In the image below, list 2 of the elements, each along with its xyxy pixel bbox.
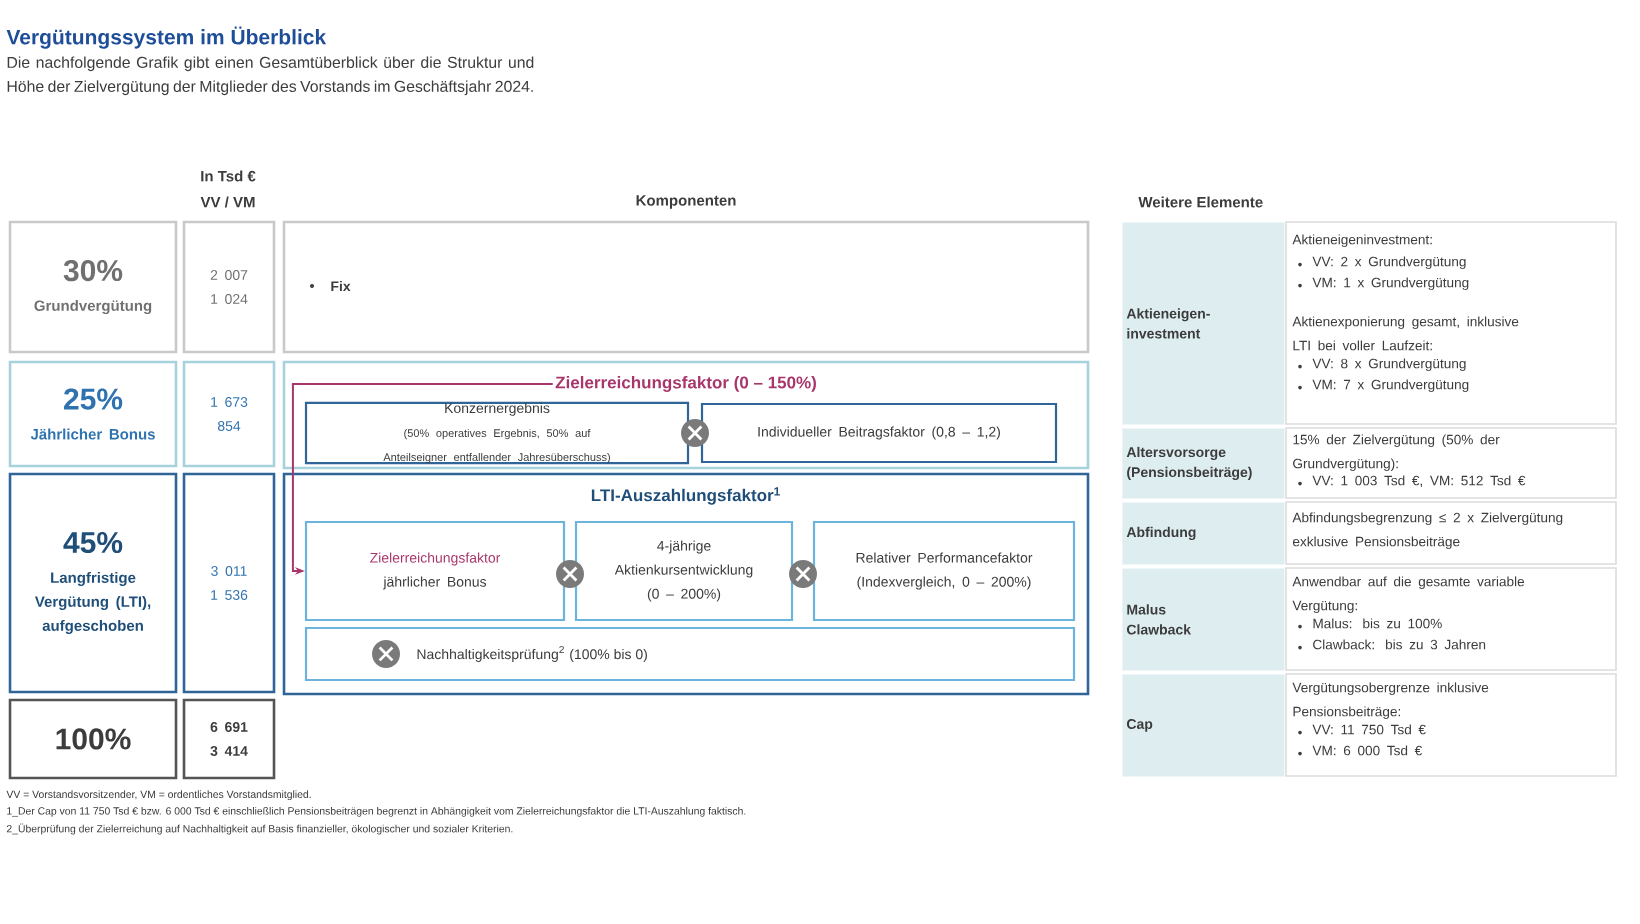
share-box: 100% [8, 698, 178, 780]
title: Vergütungssystem im Überblick [6, 26, 327, 49]
